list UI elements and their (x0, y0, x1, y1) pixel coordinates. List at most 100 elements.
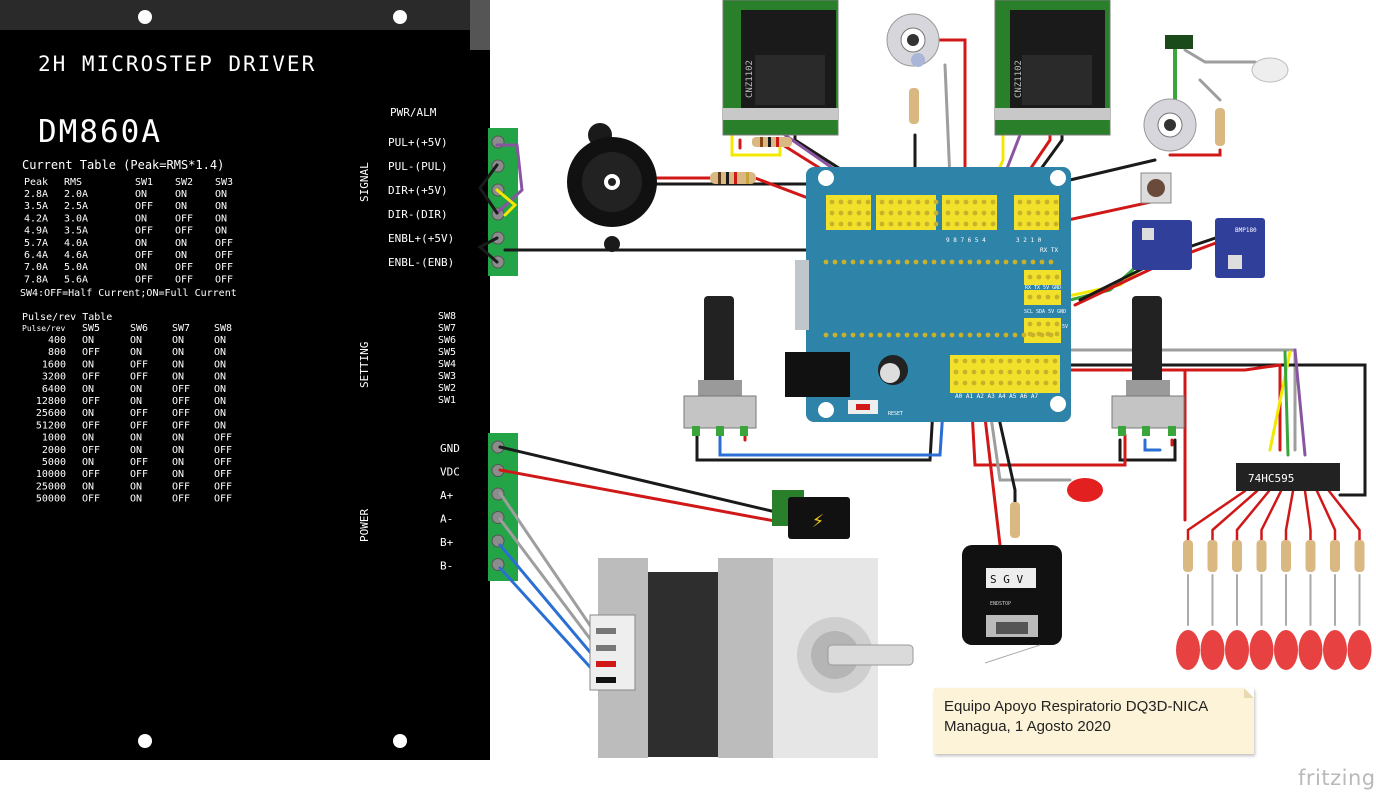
table-cell: ON (135, 238, 147, 249)
table-cell: ON (130, 335, 142, 346)
header-pin (829, 199, 835, 205)
header-pin (967, 259, 973, 265)
header-pin (1036, 321, 1042, 327)
header-pin (1026, 221, 1032, 227)
current-table-note: SW4:OFF=Half Current;ON=Full Current (20, 288, 237, 299)
red-led (1225, 630, 1249, 670)
header-pin (1026, 210, 1032, 216)
header-pin (859, 332, 865, 338)
header-pin (1034, 369, 1040, 375)
table-cell: ON (82, 359, 94, 370)
table-cell: 400 (48, 335, 66, 346)
red-led (1323, 630, 1347, 670)
note-line-1: Equipo Apoyo Respiratorio DQ3D-NICA (944, 698, 1209, 715)
table-cell: OFF (214, 469, 232, 480)
table-cell: 5.0A (64, 262, 88, 273)
table-cell: ON (214, 396, 226, 407)
wire-red-led (1284, 489, 1295, 547)
table-cell: ON (172, 372, 184, 383)
header-pin (989, 369, 995, 375)
header-pin (865, 221, 871, 227)
header-pin (971, 358, 977, 364)
header-pin (879, 210, 885, 216)
table-cell: OFF (215, 250, 233, 261)
header-pin (847, 221, 853, 227)
header-pin (949, 332, 955, 338)
red-led (1274, 630, 1298, 670)
note-fold (1244, 688, 1254, 698)
resistor (1354, 540, 1365, 572)
header-pin (1053, 210, 1059, 216)
header-pin (953, 358, 959, 364)
resistor (1330, 540, 1340, 572)
table-cell: 7.0A (24, 262, 48, 273)
table-cell: OFF (135, 274, 153, 285)
table-cell: ON (135, 189, 147, 200)
header-pin (1007, 358, 1013, 364)
table-cell: ON (172, 445, 184, 456)
table-header: SW1 (135, 177, 153, 188)
header-pin (865, 199, 871, 205)
table-cell: OFF (135, 226, 153, 237)
ic-label: 74HC595 (1248, 472, 1294, 485)
header-pin (1027, 331, 1033, 337)
table-cell: ON (214, 335, 226, 346)
wire-red-led (1327, 489, 1361, 547)
table-cell: ON (130, 494, 142, 505)
signal-pin-label: DIR+(+5V) (388, 184, 448, 197)
table-cell: ON (172, 469, 184, 480)
table-header: RMS (64, 177, 82, 188)
table-cell: ON (175, 189, 187, 200)
table-cell: 10000 (36, 469, 66, 480)
switch-label: SW8 (438, 311, 456, 322)
table-cell: OFF (214, 494, 232, 505)
table-cell: OFF (130, 469, 148, 480)
endstop-switch: S G V ENDSTOP (962, 545, 1062, 664)
power-label: POWER (358, 509, 371, 542)
header-pin (1017, 210, 1023, 216)
table-header: SW6 (130, 323, 148, 334)
switch-label: SW1 (438, 395, 456, 406)
red-led (1200, 630, 1225, 670)
reset-label: RESET (888, 411, 903, 417)
table-cell: OFF (82, 372, 100, 383)
sensor-label: CNZ1102 (745, 60, 755, 98)
header-pin (990, 199, 996, 205)
table-cell: OFF (172, 396, 190, 407)
table-cell: 4.9A (24, 226, 48, 237)
switch-label: SW5 (438, 347, 456, 358)
table-cell: ON (214, 347, 226, 358)
table-cell: OFF (135, 201, 153, 212)
header-pin (990, 221, 996, 227)
table-cell: OFF (215, 274, 233, 285)
header-pin (865, 210, 871, 216)
header-pin (1016, 380, 1022, 386)
shift-register-74hc595: 74HC595 (1236, 463, 1340, 491)
header-pin (971, 380, 977, 386)
header-pin (1034, 380, 1040, 386)
bmp180-sensor: BMP180 (1132, 218, 1265, 278)
header-pin (922, 332, 928, 338)
header-pin (1027, 294, 1033, 300)
terminal-screw (491, 534, 505, 548)
table-cell: OFF (82, 396, 100, 407)
header-pin (1054, 294, 1060, 300)
stepper-driver: 2H MICROSTEP DRIVER DM860A Current Table… (0, 0, 518, 760)
header-pin (915, 221, 921, 227)
header-pin (897, 210, 903, 216)
table-cell: ON (175, 201, 187, 212)
shield-digital-1: 9 8 7 6 5 4 (946, 237, 986, 244)
resistor (710, 172, 756, 184)
power-terminal-block (488, 433, 518, 581)
table-cell: OFF (82, 445, 100, 456)
signal-pin-label: PUL-(PUL) (388, 160, 448, 173)
header-pin (913, 332, 919, 338)
wire-red-led (1235, 489, 1271, 547)
header-pin (1030, 259, 1036, 265)
header-pin (1039, 259, 1045, 265)
table-cell: ON (130, 384, 142, 395)
switch-label: SW2 (438, 383, 456, 394)
header-pin (877, 259, 883, 265)
table-cell: 7.8A (24, 274, 48, 285)
